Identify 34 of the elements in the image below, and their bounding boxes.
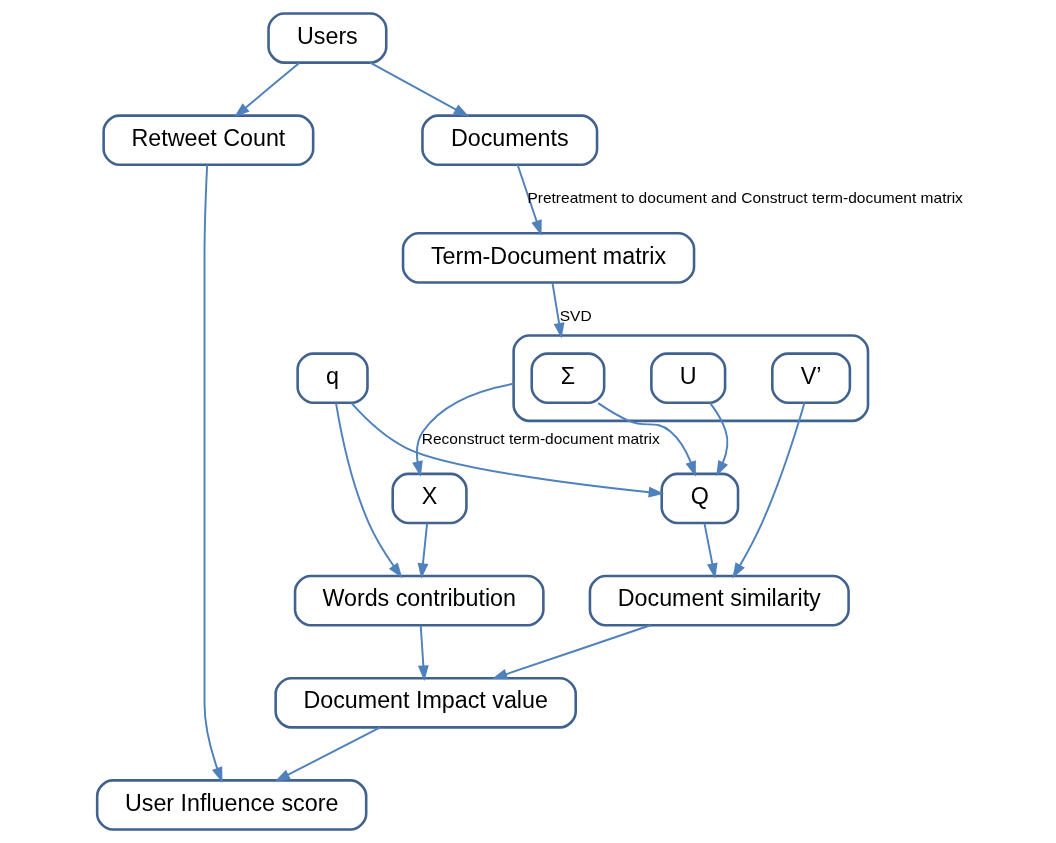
node-box: Retweet Count <box>101 114 314 167</box>
edge-label: Pretreatment to document and Construct term-document matrix <box>526 189 963 207</box>
arrow <box>411 382 515 477</box>
node-box: V’ <box>770 352 851 405</box>
arrow <box>349 401 664 498</box>
node-box: Documents <box>420 114 598 167</box>
arrow <box>708 401 728 477</box>
arrow <box>491 624 651 680</box>
arrow <box>368 61 469 117</box>
arrow <box>516 163 542 236</box>
cluster <box>511 334 869 423</box>
arrow <box>417 522 428 579</box>
node-box: Words contribution <box>293 574 545 627</box>
arrow <box>731 401 805 579</box>
node-box: User Influence score <box>95 779 367 831</box>
node-box: Q <box>659 472 739 525</box>
arrow <box>703 522 718 579</box>
arrow <box>417 624 429 681</box>
edge-label: SVD <box>559 306 592 324</box>
arrow <box>203 163 222 783</box>
node-box: q <box>295 352 369 405</box>
edge-label: Reconstruct term-document matrix <box>421 429 660 447</box>
node-box: Users <box>266 12 388 64</box>
arrow <box>551 282 564 339</box>
arrow <box>334 402 402 579</box>
node-box: Σ <box>529 352 605 405</box>
node-box: Document Impact value <box>273 676 577 729</box>
node-box: Document similarity <box>588 574 850 627</box>
node-box: Term-Document matrix <box>401 232 695 284</box>
node-box: X <box>390 472 468 525</box>
node-box: U <box>649 352 726 405</box>
arrow <box>596 402 696 477</box>
arrow <box>233 61 300 118</box>
arrow <box>274 726 381 782</box>
